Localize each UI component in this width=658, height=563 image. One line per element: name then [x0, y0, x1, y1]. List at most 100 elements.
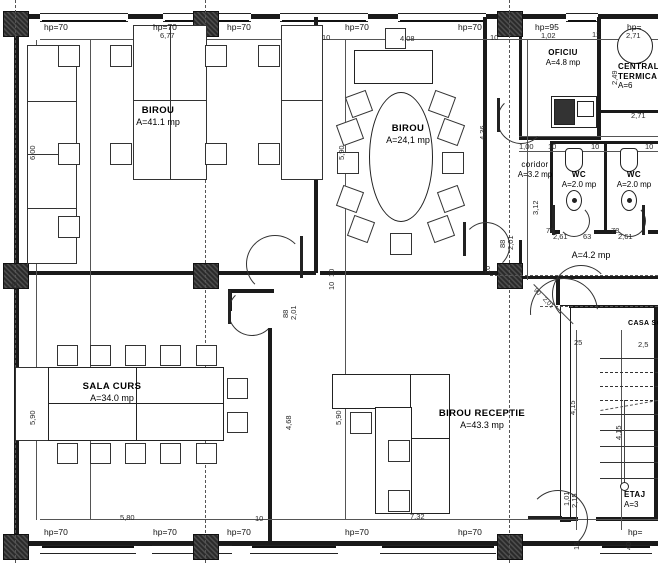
room-label-oficiu: OFICIU A=4.8 mp: [532, 48, 594, 68]
stair-step-3: [600, 386, 658, 387]
room-label-wc-1: WC A=2.0 mp: [556, 170, 602, 190]
chair-b1-6: [110, 143, 132, 165]
dimension-text: 2,71: [626, 31, 641, 40]
interior-wall-coridor-east-stub: [519, 240, 522, 278]
chair-sc-b1: [57, 443, 78, 464]
dimension-text: 10: [645, 142, 654, 151]
room-label-casa-scarii: CASA SCARII: [628, 320, 658, 329]
chair-b2-5: [337, 152, 359, 174]
column-n-birou2: [497, 11, 523, 37]
salacurs-side-table: [15, 367, 52, 441]
chair-sc-b5: [196, 443, 217, 464]
door-arc-wc1: [558, 205, 590, 237]
dimension-text-vertical: 5,90: [28, 410, 37, 425]
toilet-wc1: [565, 148, 583, 172]
dimline-stair-v: [576, 330, 577, 530]
door-leaf-receptie-east: [528, 516, 562, 519]
chair-b1-2: [110, 45, 132, 67]
chair-rec-2: [388, 440, 410, 462]
interior-wall-v-salacurs-upper: [268, 328, 272, 336]
room-label-etaj: ETAJ A=3: [624, 490, 658, 510]
desk-center-bot-left: [133, 100, 172, 180]
door-leaf-wc2: [642, 205, 645, 235]
reception-counter-v2: [410, 438, 450, 514]
stair-step-2: [600, 372, 658, 373]
chair-sc-e2: [227, 412, 248, 433]
chair-b2-9: [346, 214, 376, 244]
kitchen-sink: [554, 99, 575, 125]
dimension-text: 10: [322, 33, 331, 42]
dimension-text: 10: [591, 142, 600, 151]
conference-table-oval: [369, 92, 433, 222]
stair-step-1: [600, 358, 658, 359]
dimension-text-vertical: 4,15: [614, 425, 623, 440]
window-bottom-3: [250, 545, 338, 554]
stair-step-7: [600, 446, 658, 447]
window-tag: hp=70: [227, 527, 251, 537]
window-top-3-bar: [282, 20, 366, 22]
axis-line-vertical-mid: [205, 0, 206, 563]
room-area: A=2.0 mp: [561, 180, 597, 189]
dimension-text-vertical: 40: [624, 541, 633, 550]
window-top-5-bar: [568, 20, 596, 22]
dimension-text-vertical: 2,01: [289, 305, 298, 320]
dimline-oficiu: [519, 136, 658, 137]
dimension-text: 6,77: [160, 31, 175, 40]
dimension-text: 1,02: [541, 31, 556, 40]
window-top-4-bar: [400, 20, 484, 22]
chair-b2-4: [436, 117, 466, 147]
dimension-text: 4,08: [400, 34, 415, 43]
chair-rec-1: [350, 412, 372, 434]
room-name: CASA SCARII: [628, 320, 658, 327]
desk-center-bot-right: [170, 100, 207, 180]
chair-b2-6: [442, 152, 464, 174]
window-tag: hp=70: [345, 22, 369, 32]
column-s-east: [497, 534, 523, 560]
dimension-text: 7,32: [410, 512, 425, 521]
door-arc-birou1: [246, 235, 304, 293]
column-w-mid: [3, 263, 29, 289]
chair-b2-8: [436, 184, 466, 214]
dimension-text: 10: [255, 514, 264, 523]
dimension-text-vertical: 1,01: [562, 491, 571, 506]
salacurs-table-a: [48, 367, 138, 405]
sink-wc2-dot: [627, 198, 632, 203]
stair-step-9: [600, 478, 658, 479]
room-label-hol: A=4.2 mp: [556, 250, 626, 261]
chair-b2-10: [426, 214, 456, 244]
dimension-text-vertical: 2,15: [570, 493, 579, 508]
chair-b2-1: [344, 89, 374, 119]
dimension-text: 2,61: [618, 232, 633, 241]
chair-rec-3: [388, 490, 410, 512]
chair-b1-3: [205, 45, 227, 67]
dimline-left-v: [36, 40, 37, 520]
interior-wall-v-salacurs-receptie: [268, 328, 272, 544]
chair-sc-e1: [227, 378, 248, 399]
room-label-wc-2: WC A=2.0 mp: [611, 170, 657, 190]
interior-wall-centrala-south: [601, 110, 658, 113]
dimension-text: 2,71: [631, 111, 646, 120]
room-area: A=41.1 mp: [136, 116, 180, 127]
dimension-text: 10: [548, 142, 557, 151]
salacurs-table-c: [48, 403, 138, 441]
window-tag: hp=70: [153, 22, 177, 32]
window-tag: hp=70: [153, 527, 177, 537]
boiler-circle: [617, 28, 653, 64]
axis-line-vertical-west: [15, 0, 16, 563]
stair-break-line: [600, 399, 658, 412]
window-bottom-4: [380, 545, 496, 554]
dimension-text: 25: [574, 338, 583, 347]
sink-wc1-dot: [572, 198, 577, 203]
window-tag: hp=: [627, 22, 642, 32]
axis-line-vertical-east: [509, 0, 510, 563]
door-leaf-birou1: [300, 236, 303, 278]
column-mid-east: [497, 263, 523, 289]
dimension-text-vertical: 10: [483, 265, 492, 274]
door-leaf-birou2: [463, 222, 466, 256]
room-name: coridor: [521, 160, 549, 169]
room-label-centrala: CENTRALA TERMICA A=6: [618, 62, 658, 91]
dimline-east-v: [527, 40, 528, 280]
chair-sc-t3: [125, 345, 146, 366]
room-label-receptie: BIROU RECEPTIE A=43.3 mp: [430, 408, 534, 431]
dimline-top: [40, 39, 658, 40]
